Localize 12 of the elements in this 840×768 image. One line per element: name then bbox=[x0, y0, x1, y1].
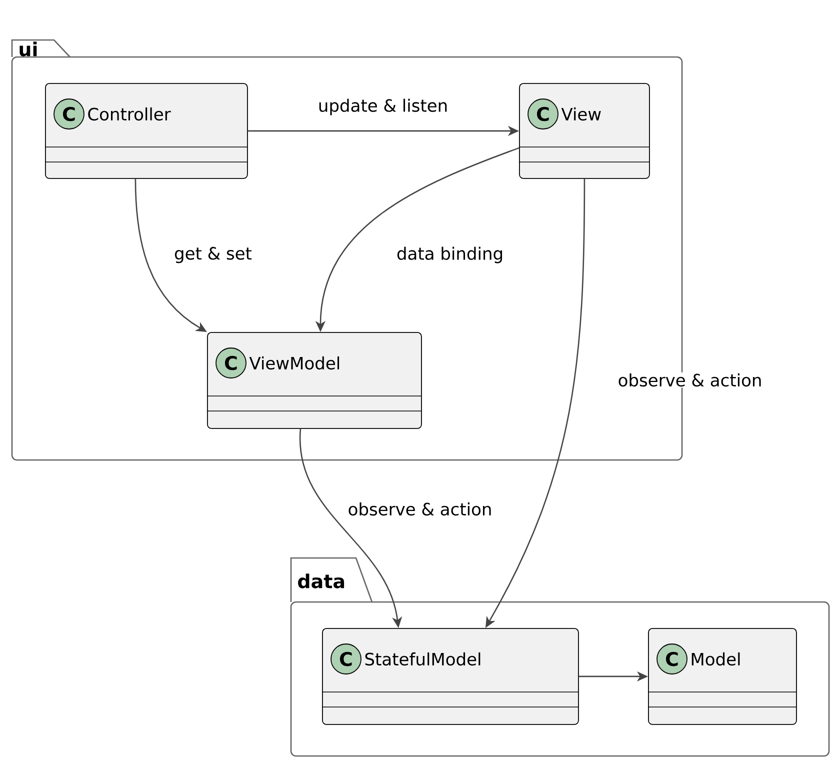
class-box: C View bbox=[518, 83, 650, 179]
class-box: C Controller bbox=[44, 83, 248, 179]
edge-label: observe & action bbox=[616, 372, 764, 388]
edge-label: get & set bbox=[173, 246, 253, 264]
edge-label: observe & action bbox=[346, 501, 494, 517]
class-box: C StatefulModel bbox=[322, 628, 579, 725]
class-box: C Model bbox=[648, 628, 797, 725]
edge-label: update & listen bbox=[316, 98, 450, 116]
node-label: data bbox=[298, 574, 344, 588]
node-label: ui bbox=[20, 42, 37, 56]
class-box: C ViewModel bbox=[206, 332, 422, 429]
edge-label: data binding bbox=[395, 246, 505, 264]
